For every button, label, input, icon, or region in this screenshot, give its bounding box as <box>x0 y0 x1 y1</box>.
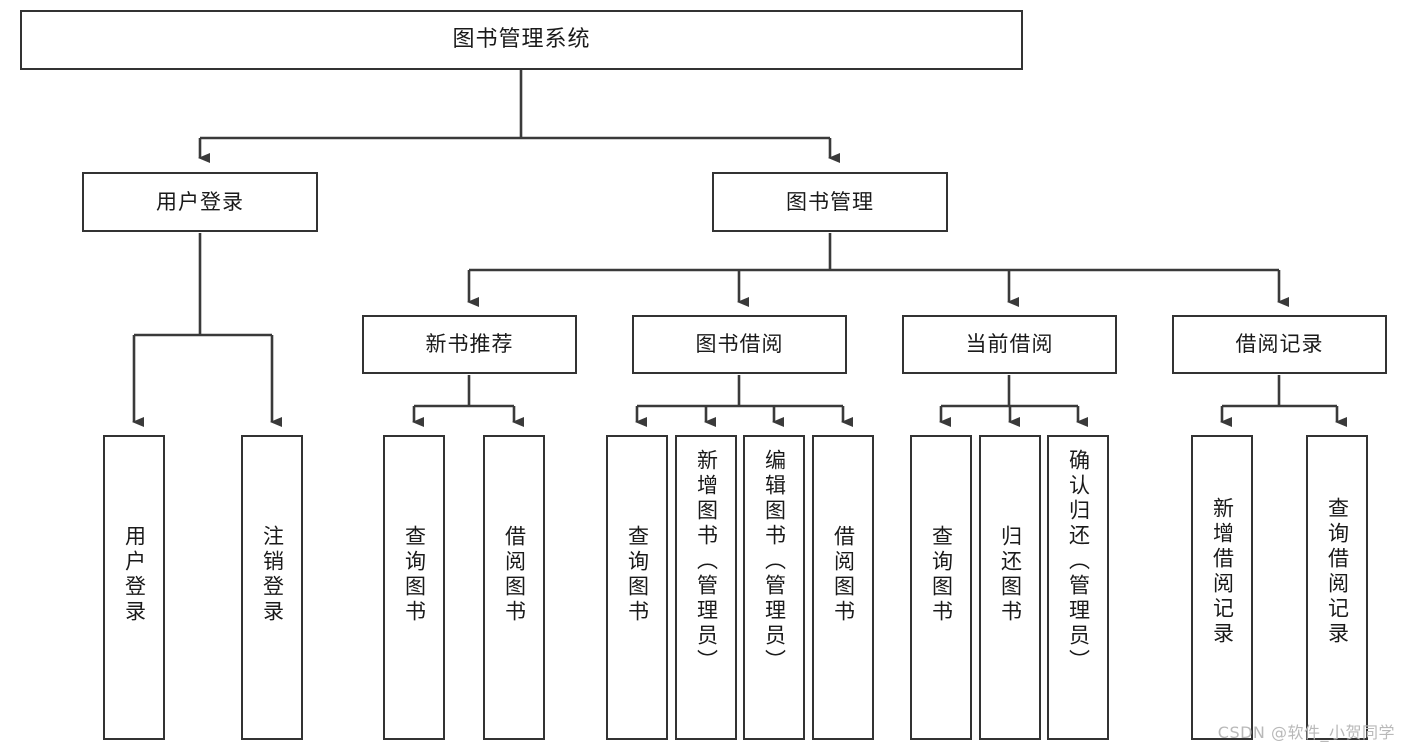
node-label: 查询图书 <box>625 525 650 625</box>
node-label: 新增借阅记录 <box>1210 497 1235 647</box>
node-label: 新增图书（管理员） <box>694 449 719 674</box>
leaf-edit-book-admin[interactable]: 编辑图书（管理员） <box>743 435 805 740</box>
node-label: 查询图书 <box>929 525 954 625</box>
node-root-book-management-system[interactable]: 图书管理系统 <box>20 10 1023 70</box>
node-current-borrow[interactable]: 当前借阅 <box>902 315 1117 374</box>
csdn-watermark: CSDN @软件_小贺同学 <box>1217 723 1395 742</box>
leaf-return-book[interactable]: 归还图书 <box>979 435 1041 740</box>
node-label: 借阅图书 <box>502 525 527 625</box>
node-borrow-record[interactable]: 借阅记录 <box>1172 315 1387 374</box>
node-label: 图书管理系统 <box>452 27 591 53</box>
node-label: 确认归还（管理员） <box>1066 449 1091 674</box>
node-label: 用户登录 <box>122 525 147 625</box>
leaf-user-login[interactable]: 用户登录 <box>103 435 165 740</box>
node-new-book-recommend[interactable]: 新书推荐 <box>362 315 577 374</box>
node-label: 用户登录 <box>156 189 244 214</box>
node-label: 归还图书 <box>998 525 1023 625</box>
node-book-borrow[interactable]: 图书借阅 <box>632 315 847 374</box>
leaf-add-borrow-record[interactable]: 新增借阅记录 <box>1191 435 1253 740</box>
leaf-query-book-borrow[interactable]: 查询图书 <box>606 435 668 740</box>
leaf-borrow-book-borrow[interactable]: 借阅图书 <box>812 435 874 740</box>
node-label: 借阅记录 <box>1235 332 1324 357</box>
leaf-confirm-return-admin[interactable]: 确认归还（管理员） <box>1047 435 1109 740</box>
leaf-query-book-new-recommend[interactable]: 查询图书 <box>383 435 445 740</box>
node-label: 编辑图书（管理员） <box>762 449 787 674</box>
node-user-login[interactable]: 用户登录 <box>82 172 318 232</box>
node-label: 查询图书 <box>402 525 427 625</box>
node-label: 查询借阅记录 <box>1325 497 1350 647</box>
leaf-logout-login[interactable]: 注销登录 <box>241 435 303 740</box>
node-label: 注销登录 <box>260 525 285 625</box>
node-label: 当前借阅 <box>965 332 1054 357</box>
node-label: 图书借阅 <box>695 332 784 357</box>
leaf-add-book-admin[interactable]: 新增图书（管理员） <box>675 435 737 740</box>
node-label: 图书管理 <box>786 189 874 214</box>
node-label: 新书推荐 <box>425 332 514 357</box>
leaf-query-borrow-record[interactable]: 查询借阅记录 <box>1306 435 1368 740</box>
leaf-query-book-current[interactable]: 查询图书 <box>910 435 972 740</box>
node-label: 借阅图书 <box>831 525 856 625</box>
node-book-manage[interactable]: 图书管理 <box>712 172 948 232</box>
leaf-borrow-book-new-recommend[interactable]: 借阅图书 <box>483 435 545 740</box>
